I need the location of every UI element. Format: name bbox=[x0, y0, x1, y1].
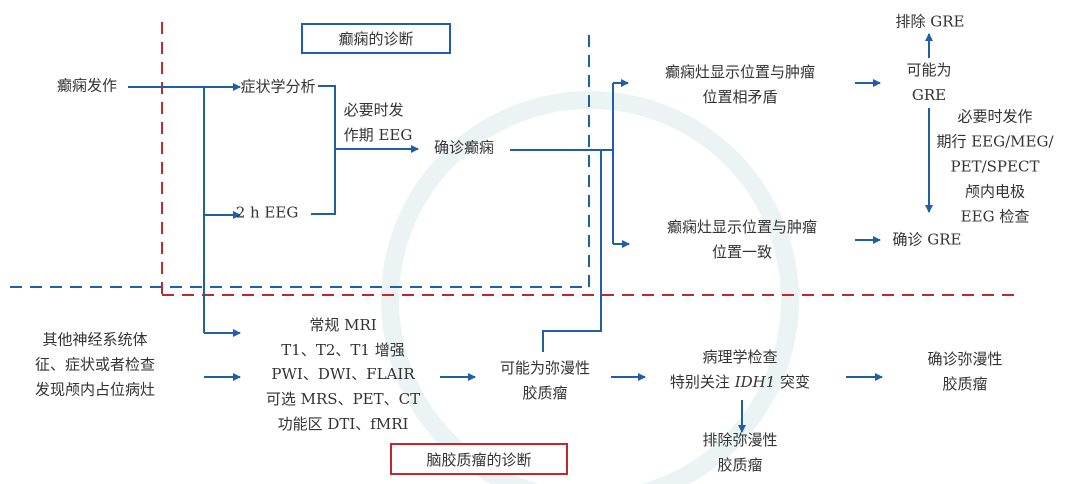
exclude-glioma-node: 排除弥漫性 胶质瘤 bbox=[702, 428, 777, 478]
node-line: 征、症状或者检查 bbox=[34, 355, 156, 374]
location-consistent-node: 癫痫灶显示位置与肿瘤 位置一致 bbox=[667, 215, 817, 265]
node-line: 确诊弥漫性 bbox=[927, 350, 1003, 368]
idh1-gene: IDH1 bbox=[734, 373, 776, 391]
node-line: 常规 MRI bbox=[309, 316, 377, 335]
intracranial-lesion-node: 其他神经系统体 征、症状或者检查 发现颅内占位病灶 bbox=[35, 328, 155, 403]
node-line: 排除弥漫性 bbox=[702, 431, 778, 449]
node-line: 癫痫灶显示位置与肿瘤 bbox=[666, 218, 818, 236]
node-line: 发现颅内占位病灶 bbox=[34, 380, 156, 399]
node-line: 其他神经系统体 bbox=[42, 330, 148, 349]
further-tests-label: 必要时发作 期行 EEG/MEG/ PET/SPECT 颅内电极 EEG 检查 bbox=[936, 105, 1053, 230]
node-line: GRE bbox=[911, 86, 947, 104]
node-line: 病理学检查 bbox=[702, 348, 778, 366]
pathology-node: 病理学检查 特别关注 IDH1 突变 bbox=[670, 345, 810, 395]
glioma-section-title: 脑胶质瘤的诊断 bbox=[390, 443, 568, 475]
node-line: PET/SPECT bbox=[950, 157, 1040, 176]
node-line: 必要时发作 bbox=[957, 107, 1033, 126]
node-line: 功能区 DTI、fMRI bbox=[277, 415, 409, 434]
eeg-2h-node: 2 h EEG bbox=[235, 203, 299, 222]
ictal-eeg-label: 必要时发 作期 EEG bbox=[344, 98, 413, 148]
node-line: T1、T2、T1 增强 bbox=[281, 340, 405, 359]
node-line: 位置相矛盾 bbox=[702, 88, 778, 106]
node-line: 期行 EEG/MEG/ bbox=[936, 132, 1054, 151]
node-line: 胶质瘤 bbox=[522, 384, 568, 402]
node-line: 可能为 bbox=[906, 61, 952, 79]
node-line: 癫痫灶显示位置与肿瘤 bbox=[664, 63, 816, 81]
text-part: 特别关注 bbox=[669, 373, 735, 391]
confirmed-gre-node: 确诊 GRE bbox=[892, 230, 962, 249]
imaging-node: 常规 MRI T1、T2、T1 增强 PWI、DWI、FLAIR 可选 MRS、… bbox=[266, 313, 420, 437]
exclude-gre-node: 排除 GRE bbox=[895, 12, 965, 31]
text-part: 突变 bbox=[775, 373, 811, 391]
node-line: EEG 检查 bbox=[960, 207, 1030, 226]
node-line: 颅内电极 bbox=[964, 182, 1025, 201]
node-line: 胶质瘤 bbox=[717, 456, 763, 474]
node-line: PWI、DWI、FLAIR bbox=[271, 365, 415, 384]
confirmed-epilepsy-node: 确诊癫痫 bbox=[433, 138, 495, 157]
epilepsy-section-title: 癫痫的诊断 bbox=[301, 23, 451, 54]
node-line: 位置一致 bbox=[711, 243, 773, 261]
node-line: 特别关注 IDH1 突变 bbox=[670, 370, 810, 395]
symptom-analysis-node: 症状学分析 bbox=[240, 77, 316, 96]
confirmed-glioma-node: 确诊弥漫性 胶质瘤 bbox=[927, 347, 1002, 397]
ictal-eeg-line: 作期 EEG bbox=[343, 126, 413, 144]
node-line: 胶质瘤 bbox=[942, 375, 988, 393]
node-line: 可能为弥漫性 bbox=[499, 359, 591, 377]
possible-gre-node: 可能为 GRE bbox=[906, 58, 951, 108]
ictal-eeg-line: 必要时发 bbox=[343, 101, 404, 119]
node-line: 可选 MRS、PET、CT bbox=[265, 390, 421, 409]
seizure-node: 癫痫发作 bbox=[56, 76, 118, 95]
location-inconsistent-node: 癫痫灶显示位置与肿瘤 位置相矛盾 bbox=[665, 60, 815, 110]
possible-glioma-node: 可能为弥漫性 胶质瘤 bbox=[500, 356, 590, 406]
